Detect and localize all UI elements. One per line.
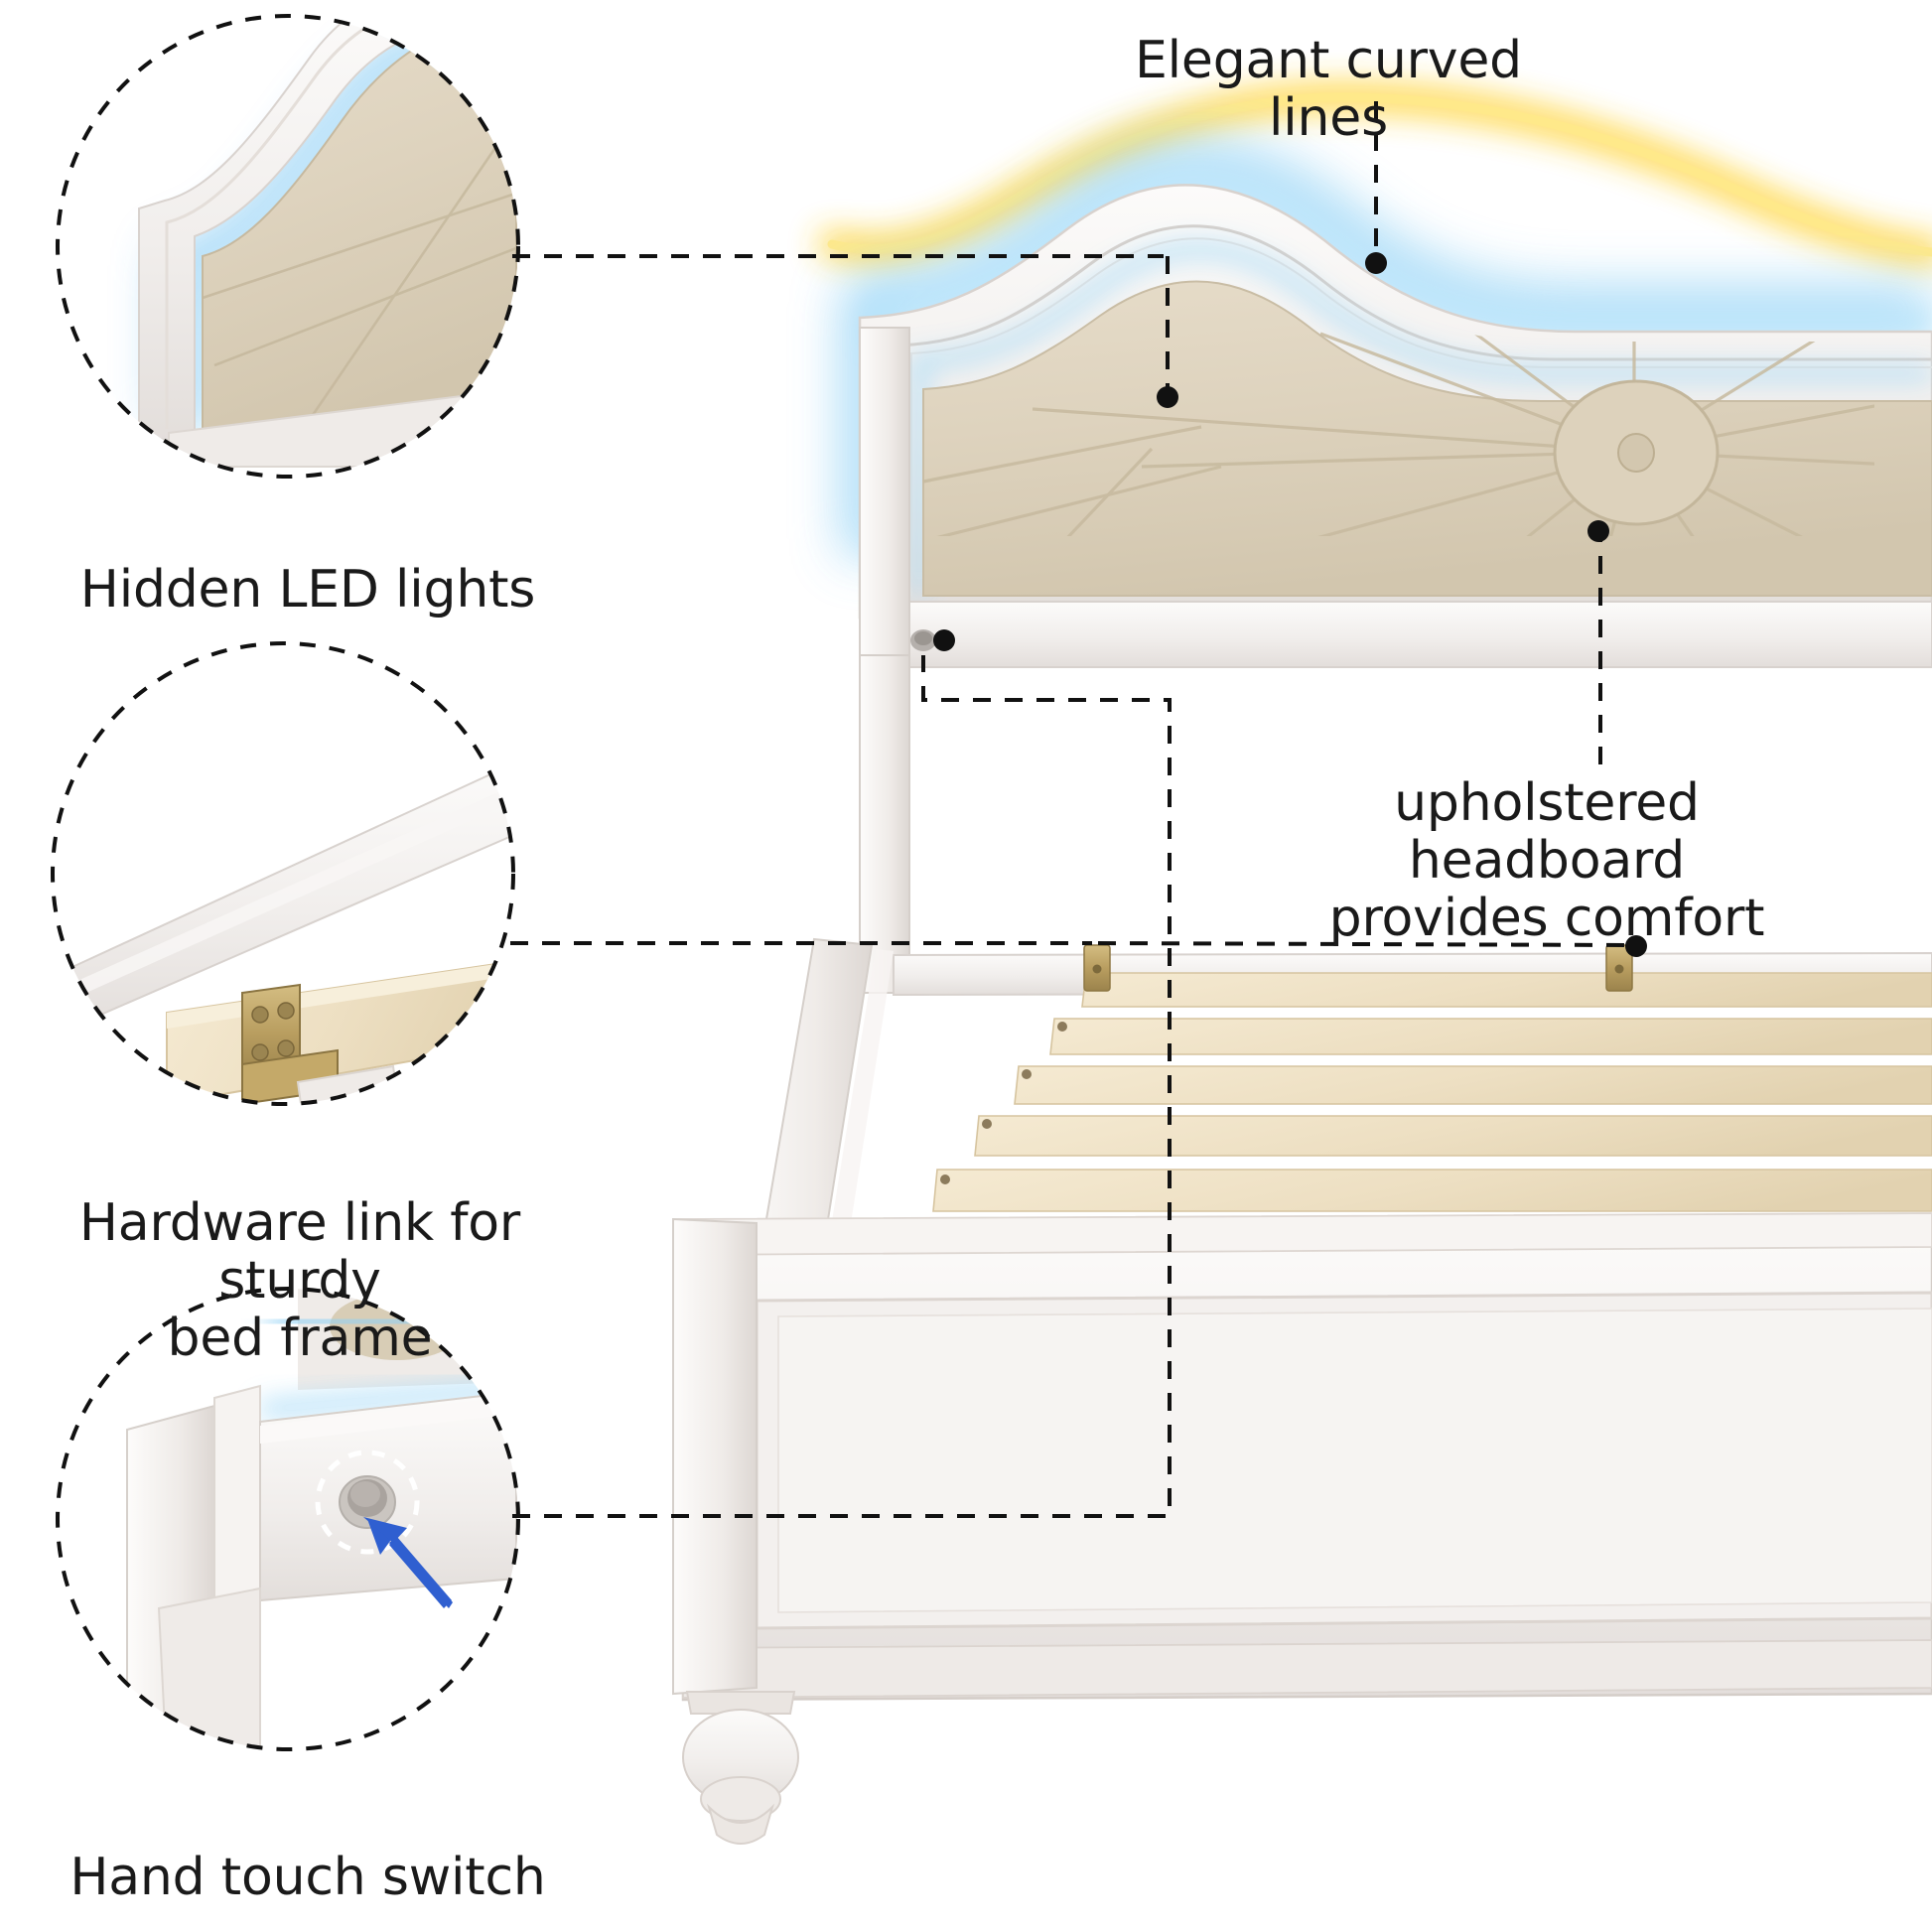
wood-slats — [783, 972, 1932, 1397]
dot-elegant — [1365, 252, 1387, 274]
slat-bracket — [1083, 944, 1633, 992]
caption-elegant-curved-lines: Elegant curved lines — [1135, 31, 1522, 149]
turned-leg — [682, 1691, 799, 1845]
caption-hidden-led-lights: Hidden LED lights — [79, 560, 536, 620]
bed-main-view — [672, 83, 1932, 1845]
headboard-center-button — [1617, 433, 1655, 473]
dot-upholstered — [1587, 520, 1609, 542]
headboard-post — [859, 654, 910, 994]
footboard — [672, 1212, 1932, 1702]
detail-view-led — [58, 16, 518, 477]
headboard-fabric-panel — [922, 280, 1932, 597]
dot-led — [1157, 386, 1178, 408]
side-rail — [880, 945, 1932, 1005]
blue-arrow-icon — [363, 1517, 453, 1608]
touch-sensor-ring — [315, 1449, 420, 1555]
touch-switch — [910, 629, 936, 651]
caption-hardware-link: Hardware link for sturdy bed frame — [78, 1193, 521, 1369]
led-glow-arc — [844, 142, 1932, 556]
detail-circle-led — [56, 14, 520, 479]
caption-hand-touch-switch: Hand touch switch — [69, 1848, 546, 1907]
leader-switch — [512, 655, 1172, 1518]
headboard-arch — [858, 184, 1932, 620]
detail-circle-hardware — [51, 641, 515, 1106]
brass-bracket-icon — [241, 983, 339, 1104]
caption-upholstered-headboard: upholstered headboard provides comfort — [1328, 773, 1765, 949]
dot-switch — [933, 629, 955, 651]
detail-view-hardware — [53, 643, 513, 1104]
